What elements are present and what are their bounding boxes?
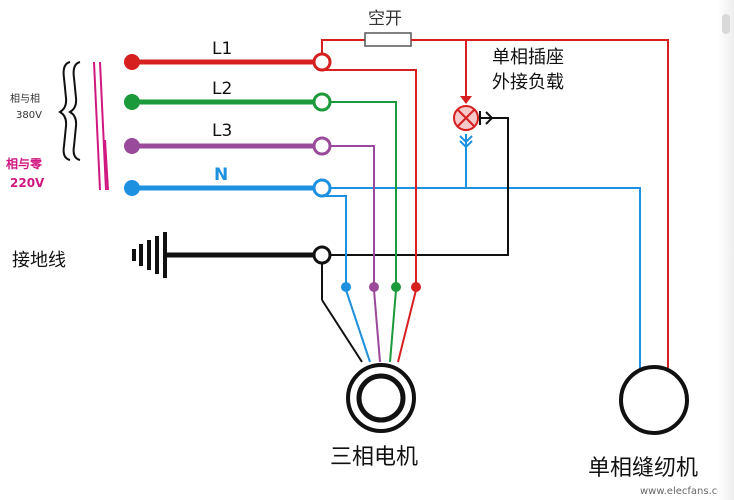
line-l1 bbox=[124, 52, 332, 72]
ground-terminal bbox=[312, 245, 332, 265]
label-socket-2: 外接负载 bbox=[492, 72, 564, 93]
motor-wires bbox=[321, 69, 417, 363]
phase-phase-brace-2 bbox=[67, 61, 81, 161]
label-phase-neutral-1: 相与零 bbox=[6, 156, 43, 171]
label-phase-phase-2: 380V bbox=[16, 110, 42, 121]
label-l3: L3 bbox=[212, 121, 232, 141]
ground-symbol-icon bbox=[132, 232, 167, 278]
label-l1: L1 bbox=[212, 39, 232, 59]
label-motor: 三相电机 bbox=[330, 445, 418, 470]
side-strip bbox=[718, 0, 734, 500]
n-terminal bbox=[312, 178, 332, 198]
phase-phase-brace bbox=[57, 61, 71, 161]
n-dot bbox=[124, 180, 140, 196]
sewing-machine-icon bbox=[619, 365, 689, 435]
l3-dot bbox=[124, 138, 140, 154]
label-n: N bbox=[214, 165, 228, 185]
lamp-icon bbox=[453, 90, 479, 149]
voltage-braces bbox=[57, 61, 109, 191]
l3-terminal bbox=[312, 136, 332, 156]
label-sewing-machine: 单相缝纫机 bbox=[588, 456, 698, 481]
watermark: www.elecfans.com bbox=[640, 486, 733, 497]
l1-dot bbox=[124, 54, 140, 70]
label-ground: 接地线 bbox=[12, 250, 66, 271]
switch-icon bbox=[479, 111, 494, 125]
l2-terminal bbox=[312, 92, 332, 112]
l1-terminal bbox=[312, 52, 332, 72]
label-phase-neutral-2: 220V bbox=[10, 176, 45, 190]
line-ground bbox=[165, 245, 332, 265]
motor-icon bbox=[346, 363, 416, 433]
breaker-icon bbox=[364, 32, 412, 47]
label-breaker: 空开 bbox=[368, 9, 402, 29]
label-l2: L2 bbox=[212, 79, 232, 99]
line-l3 bbox=[124, 136, 332, 156]
label-socket-1: 单相插座 bbox=[492, 47, 564, 68]
scrollbar-thumb[interactable] bbox=[722, 14, 730, 34]
l2-dot bbox=[124, 94, 140, 110]
breaker-branch bbox=[321, 32, 669, 370]
label-phase-phase-1: 相与相 bbox=[10, 92, 40, 105]
motor-junction-dots bbox=[341, 282, 421, 292]
line-l2 bbox=[124, 92, 332, 112]
